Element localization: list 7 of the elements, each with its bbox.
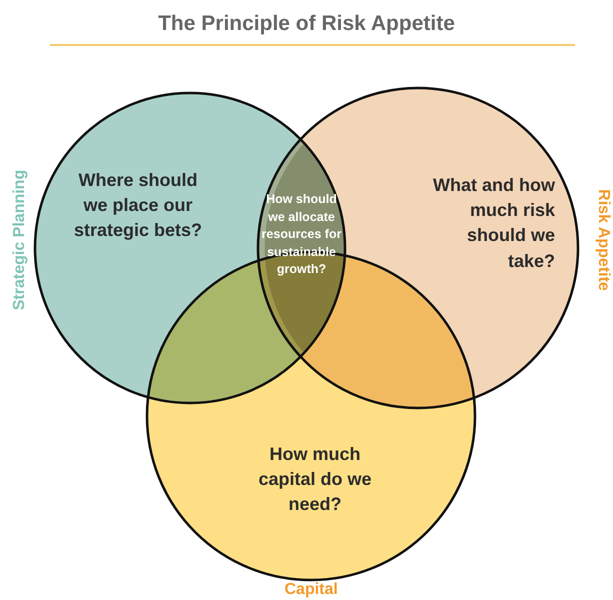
circle-label: Risk Appetite <box>594 189 612 291</box>
circle-label: Strategic Planning <box>11 170 30 310</box>
diagram-title: The Principle of Risk Appetite <box>157 12 456 36</box>
circle-question: What and how much risk should we take? <box>432 174 555 273</box>
circle-question: Where should we place our strategic bets? <box>72 169 204 242</box>
circle-label: Capital <box>284 581 338 599</box>
circle-question: How much capital do we need? <box>257 443 373 516</box>
